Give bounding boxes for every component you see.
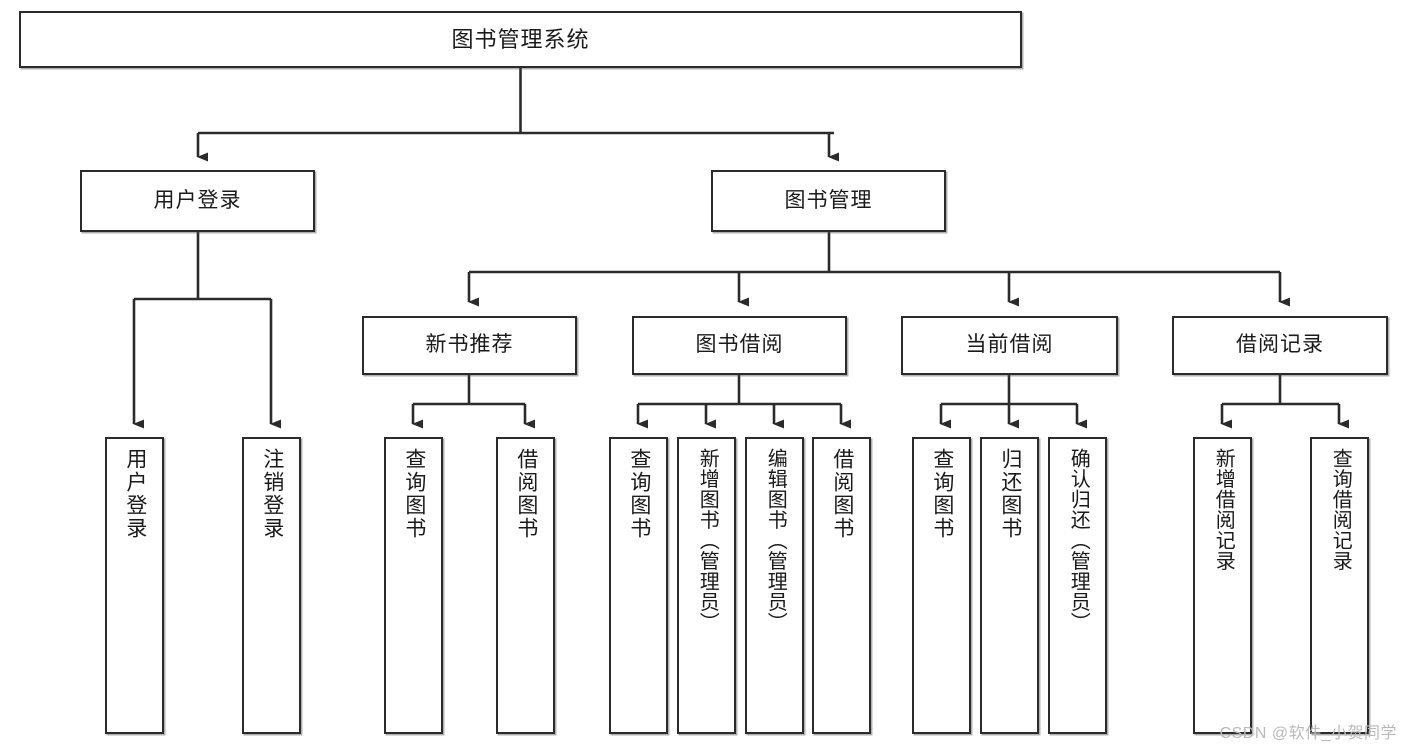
node-label: 当前借阅	[965, 333, 1054, 357]
leaf-confirm-return-admin[interactable]: 确认归还（管理员）	[1048, 437, 1107, 734]
node-label: 图书管理	[784, 188, 873, 212]
node-new-book-recommend[interactable]: 新书推荐	[362, 316, 577, 375]
node-label: 查询图书	[930, 448, 954, 540]
node-book-borrow[interactable]: 图书借阅	[632, 316, 847, 375]
node-label: 注销登录	[260, 448, 284, 540]
node-label: 编辑图书（管理员）	[764, 448, 787, 633]
node-label: 新书推荐	[425, 333, 514, 357]
node-label: 确认归还（管理员）	[1067, 448, 1090, 633]
node-label: 用户登录	[123, 448, 147, 540]
node-label: 用户登录	[153, 188, 242, 212]
node-user-login[interactable]: 用户登录	[80, 170, 315, 232]
leaf-add-book-admin[interactable]: 新增图书（管理员）	[677, 437, 736, 734]
node-label: 归还图书	[998, 448, 1022, 540]
csdn-watermark: CSDN @软件_小贺同学	[1219, 725, 1397, 742]
node-label: 图书借阅	[695, 333, 784, 357]
leaf-user-login[interactable]: 用户登录	[105, 437, 164, 734]
node-current-borrow[interactable]: 当前借阅	[901, 316, 1118, 375]
node-label: 查询图书	[627, 448, 651, 540]
node-label: 查询借阅记录	[1329, 448, 1352, 571]
node-label: 借阅图书	[514, 448, 538, 540]
node-root-book-management-system[interactable]: 图书管理系统	[19, 11, 1022, 68]
leaf-return-book[interactable]: 归还图书	[980, 437, 1039, 734]
node-book-management[interactable]: 图书管理	[711, 170, 946, 232]
leaf-borrow-book-borrow[interactable]: 借阅图书	[812, 437, 871, 734]
leaf-edit-book-admin[interactable]: 编辑图书（管理员）	[745, 437, 804, 734]
leaf-add-borrow-record[interactable]: 新增借阅记录	[1193, 437, 1252, 734]
node-label: 新增借阅记录	[1212, 448, 1235, 571]
leaf-logout-login[interactable]: 注销登录	[242, 437, 301, 734]
leaf-query-book-borrow[interactable]: 查询图书	[609, 437, 668, 734]
node-label: 查询图书	[402, 448, 426, 540]
node-label: 借阅记录	[1236, 333, 1324, 357]
leaf-borrow-book-recommend[interactable]: 借阅图书	[496, 437, 555, 734]
leaf-query-book-current[interactable]: 查询图书	[912, 437, 971, 734]
leaf-query-borrow-record[interactable]: 查询借阅记录	[1310, 437, 1369, 734]
node-label: 借阅图书	[830, 448, 854, 540]
leaf-query-book-recommend[interactable]: 查询图书	[384, 437, 443, 734]
node-borrow-record[interactable]: 借阅记录	[1172, 316, 1388, 375]
node-label: 图书管理系统	[451, 26, 590, 52]
node-label: 新增图书（管理员）	[696, 448, 719, 633]
